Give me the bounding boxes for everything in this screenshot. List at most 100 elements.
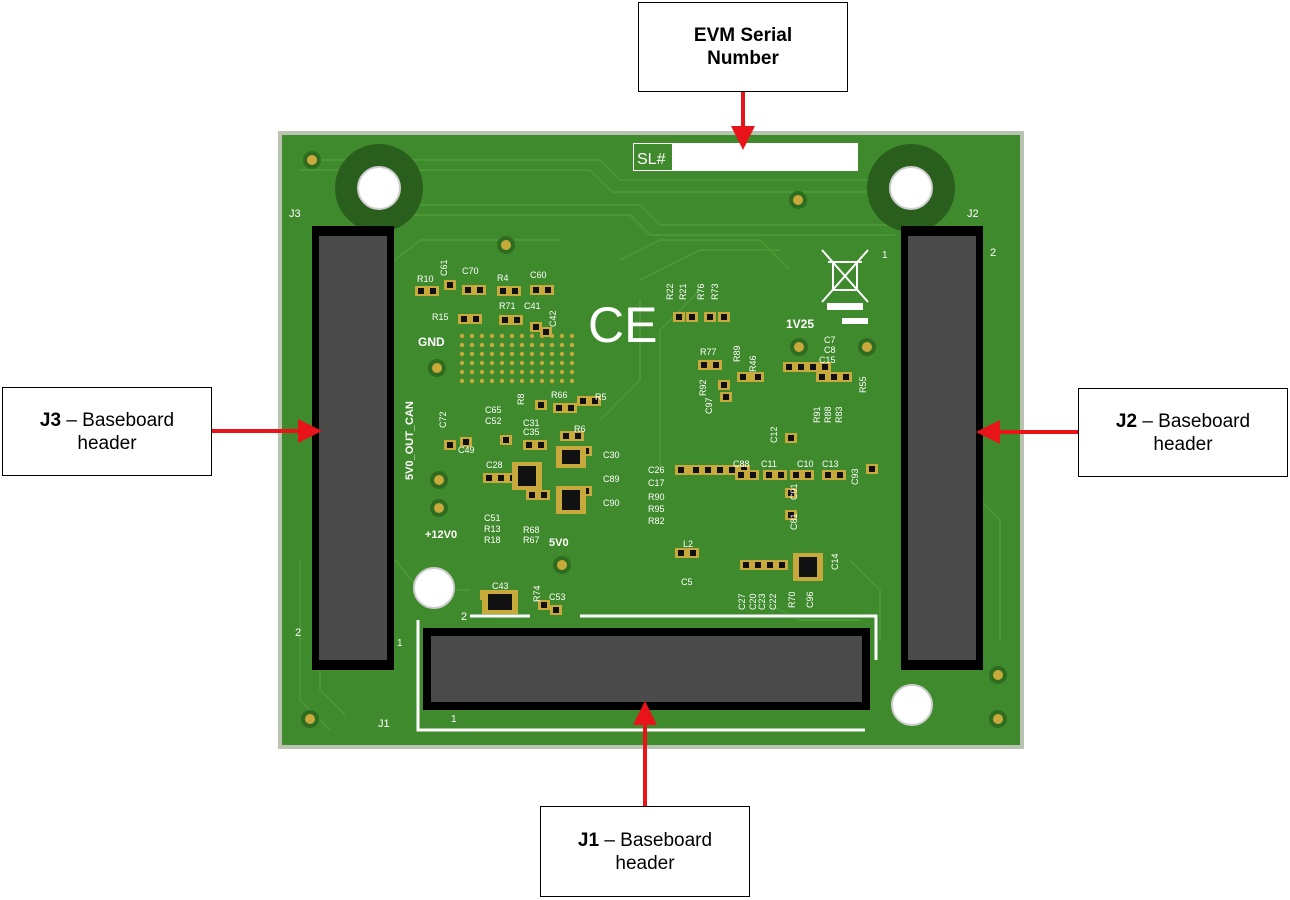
designator-r22: R22 [665, 283, 675, 300]
12v-label: +12V0 [425, 529, 457, 541]
smd-footprint [819, 362, 831, 372]
designator-r91: R91 [812, 406, 822, 423]
smd-footprint [523, 440, 535, 450]
via [469, 351, 475, 357]
via [509, 360, 515, 366]
via [559, 369, 565, 375]
smd-footprint [795, 362, 807, 372]
smd-footprint [822, 470, 834, 480]
designator-r89: R89 [732, 345, 742, 362]
designator-r67: R67 [523, 535, 540, 545]
via [479, 333, 485, 339]
via [569, 369, 575, 375]
designator-c43: C43 [492, 581, 509, 591]
5v-can-label: 5V0_OUT_CAN [404, 401, 416, 480]
designator-c20: C20 [748, 593, 758, 610]
via [459, 351, 465, 357]
designator-r77: R77 [700, 347, 717, 357]
smd-footprint [470, 314, 482, 324]
smd-footprint [816, 372, 828, 382]
callout-j2-rest: – Baseboard [1137, 410, 1251, 432]
smd-footprint [572, 431, 584, 441]
smd-footprint [458, 314, 470, 324]
smd-footprint [550, 605, 562, 615]
mounting-hole-top-left [335, 144, 423, 232]
smd-footprint [763, 470, 775, 480]
smd-footprint [460, 437, 472, 447]
via [479, 378, 485, 384]
designator-c8: C8 [824, 345, 836, 355]
designator-r5: R5 [595, 392, 607, 402]
connector-j2 [901, 226, 983, 670]
designator-c11: C11 [761, 459, 777, 469]
callout-j1-rest: – Baseboard [599, 829, 713, 851]
designator-r90: R90 [648, 492, 665, 502]
j1-pin1: 1 [451, 714, 457, 725]
designator-c30: C30 [603, 450, 620, 460]
smd-footprint [747, 470, 759, 480]
via [469, 360, 475, 366]
weee-bin-icon [821, 249, 869, 310]
smd-footprint [802, 470, 814, 480]
j1-silk-label: J1 [378, 718, 390, 730]
via [499, 351, 505, 357]
smd-footprint [790, 470, 802, 480]
via [539, 360, 545, 366]
smd-footprint [807, 362, 819, 372]
smd-footprint [834, 470, 846, 480]
smd-footprint [577, 396, 589, 406]
smd-footprint [538, 600, 550, 610]
designator-c72: C72 [438, 411, 448, 428]
smd-footprint [497, 286, 509, 296]
j3-silk-label: J3 [289, 208, 301, 220]
designator-c12: C12 [769, 426, 779, 443]
via [469, 333, 475, 339]
via [489, 342, 495, 348]
via [509, 342, 515, 348]
via [469, 369, 475, 375]
via [519, 369, 525, 375]
designator-r8: R8 [516, 393, 526, 405]
via [479, 351, 485, 357]
trace-texture [299, 159, 1001, 731]
designator-c13: C13 [822, 459, 839, 469]
designator-r55: R55 [858, 376, 868, 393]
designator-c28: C28 [486, 460, 503, 470]
via [489, 351, 495, 357]
smd-footprint [710, 360, 722, 370]
smd-footprint [511, 315, 523, 325]
smd-footprint [675, 465, 687, 475]
callout-j1-bold: J1 [577, 829, 600, 851]
j1-pin2: 2 [461, 611, 467, 623]
designator-r70: R70 [787, 591, 797, 608]
smd-footprint [444, 440, 456, 450]
via [569, 378, 575, 384]
via [519, 351, 525, 357]
smd-footprint [714, 465, 726, 475]
smd-footprint [509, 286, 521, 296]
smd-footprint [565, 403, 577, 413]
smd-footprint [718, 312, 730, 322]
smd-footprint [675, 548, 687, 558]
via [529, 342, 535, 348]
via [499, 333, 505, 339]
via [509, 333, 515, 339]
smd-footprint [704, 312, 716, 322]
designator-r73: R73 [710, 283, 720, 300]
designator-r92: R92 [698, 379, 708, 396]
smd-footprint [444, 280, 456, 290]
via [559, 342, 565, 348]
smd-footprint [776, 560, 788, 570]
smd-footprint [785, 488, 797, 498]
connector-j1 [416, 614, 878, 732]
via [559, 333, 565, 339]
designator-r46: R46 [748, 355, 758, 372]
1v25-label: 1V25 [786, 317, 814, 331]
designator-c23: C23 [757, 593, 767, 610]
connector-j3 [312, 226, 394, 670]
smd-footprint [720, 392, 732, 402]
via [519, 378, 525, 384]
designator-c97: C97 [704, 397, 714, 414]
designator-r95: R95 [648, 504, 665, 514]
smd-footprint [415, 286, 427, 296]
